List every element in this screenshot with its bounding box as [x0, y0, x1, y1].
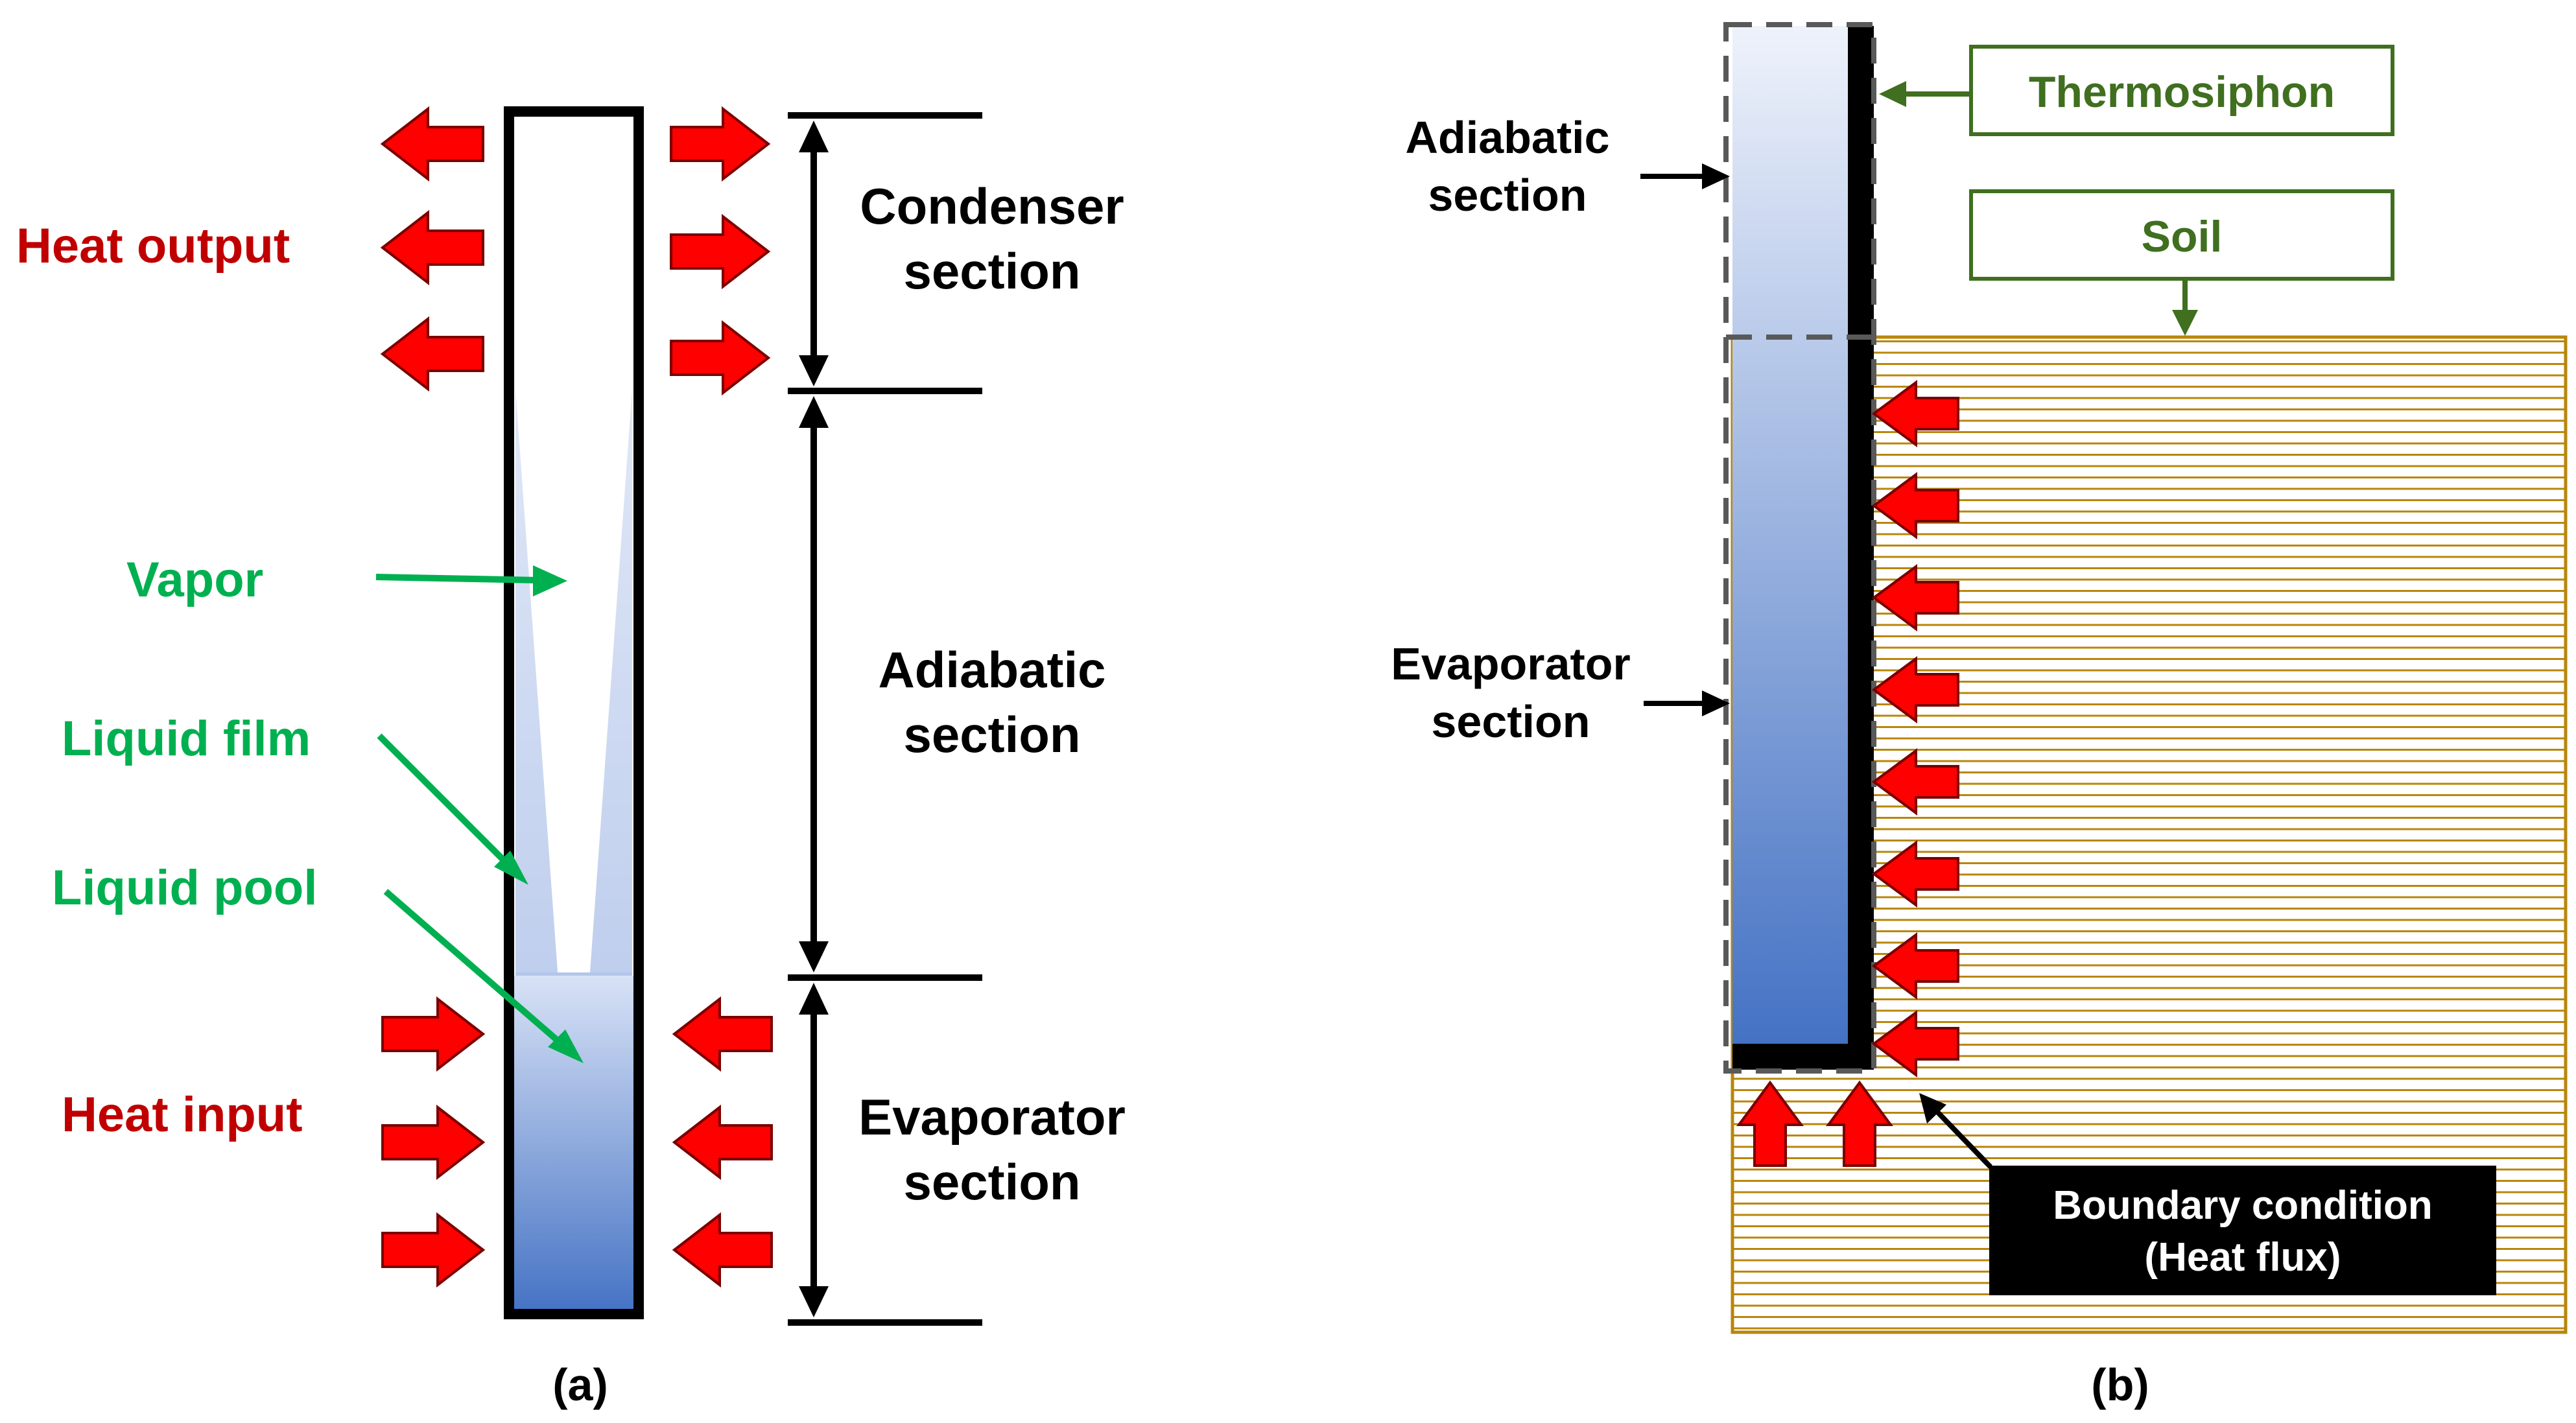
heat-output-arrow [670, 213, 771, 290]
panel-b: Adiabatic section Evaporator section The… [1391, 22, 2568, 1410]
b-adiabatic-label-line1: Adiabatic [1405, 112, 1609, 163]
tube-b-fluid [1732, 26, 1848, 1044]
heat-flux-arrow [1871, 840, 1959, 908]
heat-input-arrows-right [672, 996, 773, 1288]
heat-output-arrow [670, 106, 771, 182]
panel-a-caption: (a) [552, 1359, 608, 1410]
soil-pointer [2172, 310, 2198, 336]
section-pointers-b [1640, 163, 1992, 1169]
evaporator-label-line2: section [903, 1153, 1080, 1210]
b-evaporator-label-line2: section [1431, 696, 1590, 747]
heat-input-arrow [381, 996, 486, 1072]
liquid-film-pointer [377, 733, 505, 862]
heat-flux-arrow [1871, 748, 1959, 816]
thermosiphon-pointer [1879, 81, 1906, 107]
vapor-core [515, 112, 632, 972]
heat-input-arrow [672, 996, 773, 1072]
panel-a: Heat output Heat input Vapor Liquid film… [16, 106, 1126, 1410]
heat-output-arrow [380, 316, 484, 392]
heat-flux-arrows-bottom [1736, 1080, 1893, 1167]
liquid-pool-pointer [383, 889, 560, 1043]
heat-flux-arrow [1871, 380, 1959, 447]
liquid-pool-label: Liquid pool [52, 860, 317, 915]
heat-input-arrows-left [381, 996, 486, 1288]
tube-b-domain-outline [1723, 22, 1876, 1074]
heat-flux-arrow [1826, 1080, 1893, 1167]
heat-output-arrows-left [380, 106, 484, 392]
section-dimension-lines [788, 112, 982, 1326]
thermosiphon-callout [1969, 45, 2394, 136]
dimension-arrowheads [799, 121, 829, 1317]
tube-b-bottom-wall [1732, 1044, 1874, 1070]
boundary-condition-callout [1989, 1166, 2496, 1295]
tube-a-wall [504, 106, 644, 1319]
evaporator-label-line1: Evaporator [858, 1088, 1126, 1146]
heat-flux-arrow [1871, 472, 1959, 539]
boundary-condition-line2: (Heat flux) [2144, 1235, 2341, 1280]
condenser-label-line1: Condenser [860, 178, 1124, 235]
heat-output-label: Heat output [16, 218, 290, 274]
adiabatic-label-line2: section [903, 706, 1080, 763]
b-evaporator-label-line1: Evaporator [1391, 639, 1631, 689]
soil-label: Soil [2142, 212, 2223, 261]
adiabatic-label-line1: Adiabatic [878, 641, 1105, 698]
thermosiphon-label: Thermosiphon [2029, 67, 2335, 117]
heat-output-arrow [380, 106, 484, 182]
liquid-film-label: Liquid film [62, 711, 311, 766]
heat-output-arrow [380, 209, 484, 286]
soil-callout [1969, 189, 2394, 281]
heat-flux-arrow [1871, 564, 1959, 631]
liquid-pool-region [509, 976, 639, 1314]
boundary-condition-line1: Boundary condition [2053, 1183, 2433, 1228]
heat-input-arrow [381, 1212, 486, 1288]
heat-output-arrows-right [670, 106, 771, 396]
heat-input-label: Heat input [62, 1087, 303, 1142]
heat-flux-arrow [1871, 1010, 1959, 1077]
condenser-label-line2: section [903, 242, 1080, 300]
heat-output-arrow [670, 320, 771, 396]
heat-input-arrow [672, 1212, 773, 1288]
vapor-pointer [375, 574, 539, 583]
heat-flux-arrow [1871, 656, 1959, 723]
tube-b-right-wall [1848, 26, 1874, 1070]
b-adiabatic-label-line2: section [1428, 170, 1587, 220]
phase-pointers [375, 565, 584, 1063]
heat-flux-arrow [1736, 1080, 1804, 1167]
heat-flux-arrows-side [1871, 380, 1959, 1077]
heat-input-arrow [672, 1104, 773, 1181]
heat-input-arrow [381, 1104, 486, 1181]
panel-b-caption: (b) [2091, 1359, 2149, 1410]
vapor-label: Vapor [126, 552, 263, 607]
tube-a [504, 106, 644, 1319]
heat-flux-arrow [1871, 932, 1959, 1000]
